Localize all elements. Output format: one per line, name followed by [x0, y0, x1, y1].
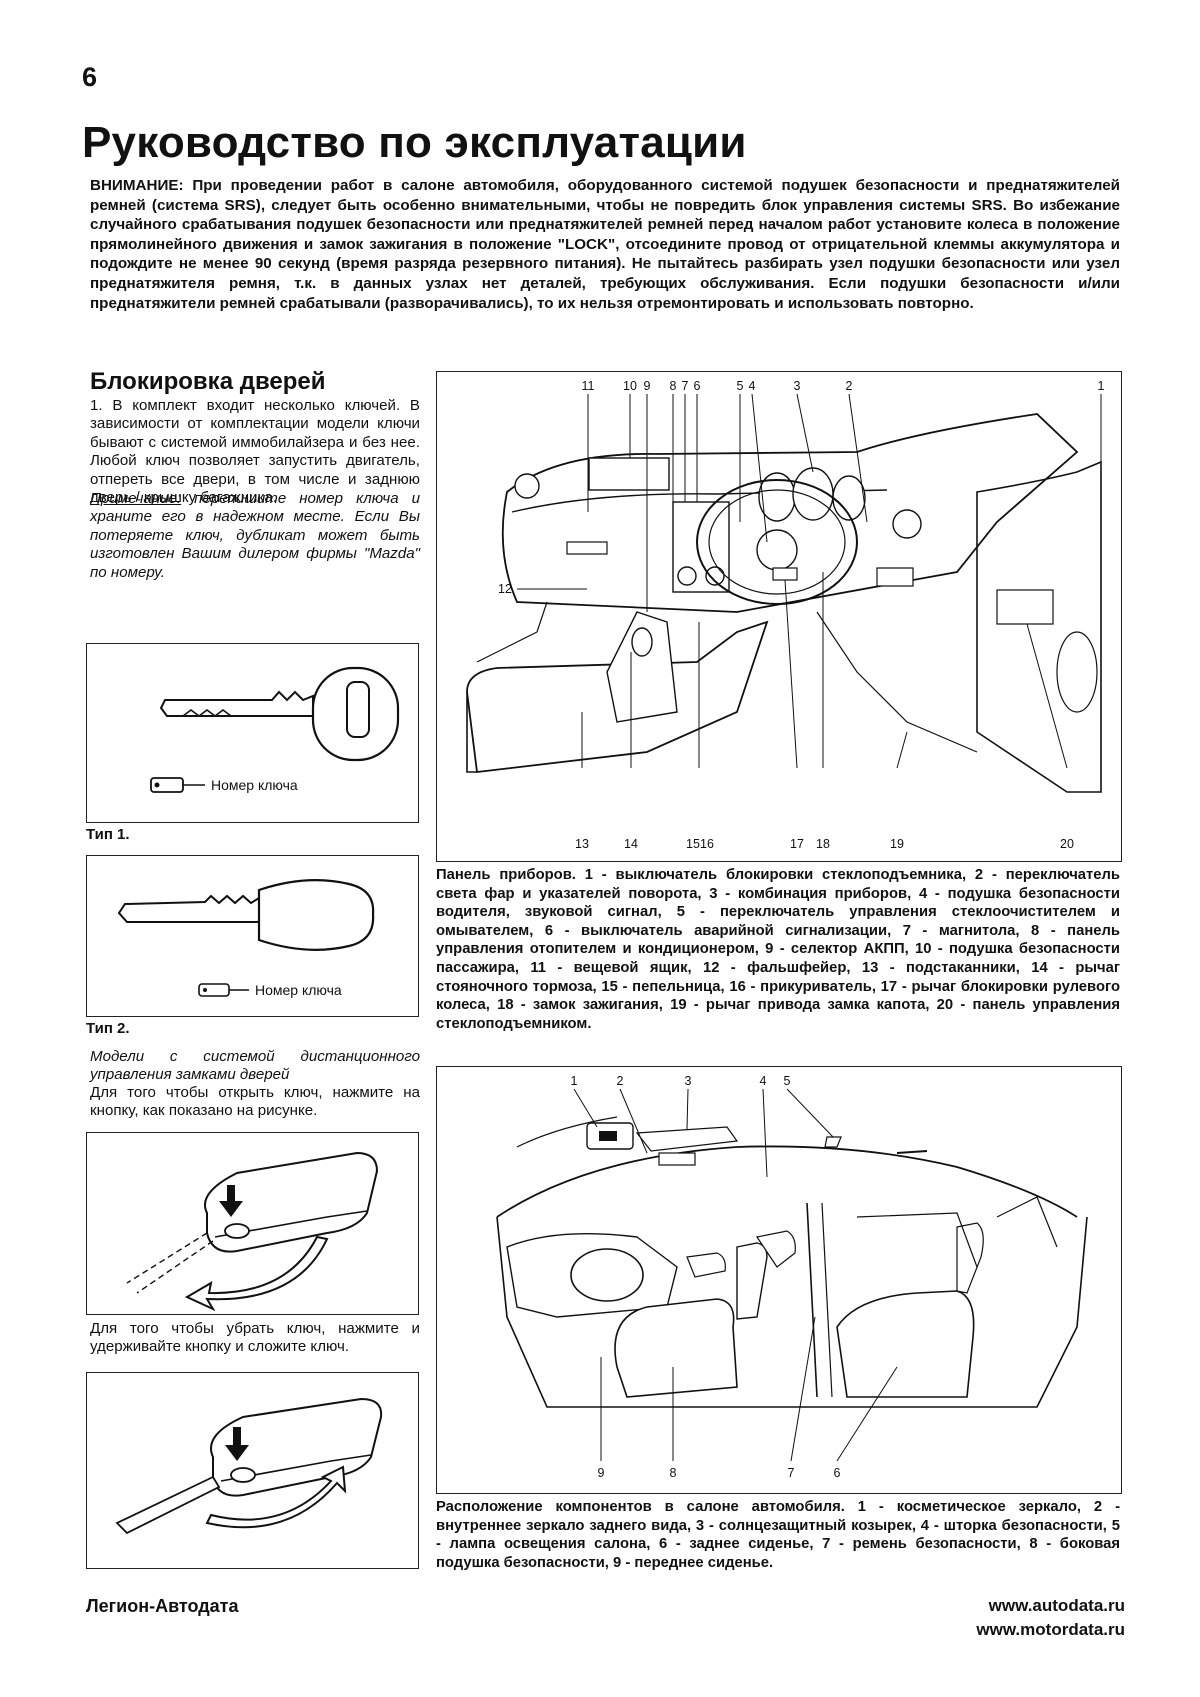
footer-url-autodata[interactable]: www.autodata.ru: [988, 1596, 1125, 1615]
key-type1-drawing: [150, 666, 400, 793]
fig2-number: 6: [834, 1466, 841, 1480]
fig1-number: 7: [682, 379, 689, 393]
note-label: Примечание:: [90, 490, 182, 507]
fig1-number: 10: [623, 379, 637, 393]
fig2-number: 3: [685, 1074, 692, 1088]
key-note: Примечание: перепишите номер ключа и хра…: [90, 490, 420, 582]
fig2-number: 4: [760, 1074, 767, 1088]
warning-paragraph: ВНИМАНИЕ: При проведении работ в салоне …: [90, 176, 1120, 313]
fig1-number: 9: [644, 379, 651, 393]
dashboard-figure: 11 10 9 8 7 6 5 4 3 2 1 12 13 14 15 16 1…: [436, 371, 1122, 862]
footer-url-motordata[interactable]: www.motordata.ru: [976, 1620, 1125, 1639]
fig1-number: 4: [749, 379, 756, 393]
fig1-number: 11: [582, 379, 595, 393]
fig2-number: 1: [571, 1074, 578, 1088]
fig1-number: 20: [1060, 837, 1074, 851]
footer-urls: www.autodata.ru www.motordata.ru: [976, 1594, 1125, 1642]
fig1-number: 3: [794, 379, 801, 393]
warning-text: При проведении работ в салоне автомобиля…: [90, 177, 1120, 312]
remote-close-drawing: [115, 1397, 383, 1535]
fig1-number: 1: [1098, 379, 1105, 393]
key-type2-caption: Тип 2.: [86, 1020, 130, 1037]
remote-close-text: Для того чтобы убрать ключ, нажмите и уд…: [90, 1320, 420, 1356]
publisher-name: Легион-Автодата: [86, 1596, 239, 1616]
interior-figure: 1 2 3 4 5 9 8 7 6: [436, 1066, 1122, 1494]
key-type1-figure: Номер ключа: [86, 643, 419, 823]
section-title: Блокировка дверей: [90, 368, 326, 395]
fig1-number: 15: [686, 837, 700, 851]
key1-number-label: Номер ключа: [211, 777, 298, 793]
warning-label: ВНИМАНИЕ:: [90, 177, 184, 194]
interior-caption: Расположение компонентов в салоне автомо…: [436, 1499, 1120, 1571]
fig2-number: 8: [670, 1466, 677, 1480]
fig1-number: 12: [498, 582, 512, 596]
key2-number-label: Номер ключа: [255, 982, 342, 998]
fig1-number: 17: [790, 837, 804, 851]
fig1-number: 5: [737, 379, 744, 393]
dashboard-caption: Панель приборов. 1 - выключатель блокиро…: [436, 867, 1120, 1032]
remote-heading: Модели с системой дистанционного управле…: [90, 1048, 420, 1084]
fig2-number: 5: [784, 1074, 791, 1088]
fig1-number: 18: [816, 837, 830, 851]
fig1-number: 6: [694, 379, 701, 393]
fig2-number: 9: [598, 1466, 605, 1480]
remote-key-open-figure: [86, 1132, 419, 1315]
remote-key-close-figure: [86, 1372, 419, 1569]
fig1-number: 2: [846, 379, 853, 393]
page-number: 6: [82, 62, 98, 92]
keys-paragraph: 1. В комплект входит несколько ключей. В…: [90, 397, 420, 507]
fig1-number: 16: [700, 837, 714, 851]
remote-open-drawing: [126, 1151, 379, 1312]
fig1-number: 14: [624, 837, 638, 851]
remote-open-text: Для того чтобы открыть ключ, нажмите на …: [90, 1084, 420, 1120]
page-title: Руководство по эксплуатации: [82, 118, 747, 167]
fig2-number: 2: [617, 1074, 624, 1088]
fig1-number: 13: [575, 837, 589, 851]
fig1-number: 19: [890, 837, 904, 851]
key-type2-figure: Номер ключа: [86, 855, 419, 1017]
interior-drawing: 1 2 3 4 5 9 8 7 6: [496, 1074, 1088, 1480]
note-text: перепишите номер ключа и храните его в н…: [90, 490, 420, 581]
dashboard-drawing: 11 10 9 8 7 6 5 4 3 2 1 12 13 14 15 16 1…: [466, 379, 1105, 851]
fig2-number: 7: [788, 1466, 795, 1480]
key-type2-drawing: [117, 879, 375, 997]
key-type1-caption: Тип 1.: [86, 826, 130, 843]
fig1-number: 8: [670, 379, 677, 393]
